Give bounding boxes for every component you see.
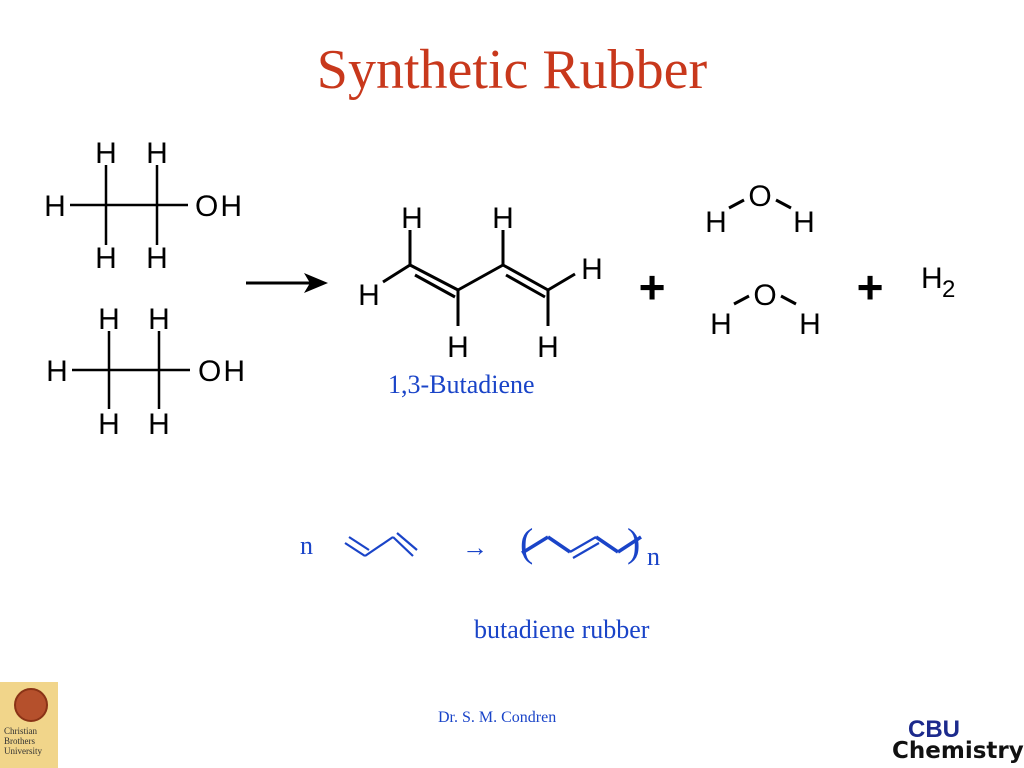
atom-h: H — [98, 303, 120, 336]
slide-title: Synthetic Rubber — [316, 39, 708, 101]
atom-h: H — [95, 242, 117, 275]
subscript-2: 2 — [942, 276, 955, 303]
coefficient-n: n — [300, 531, 313, 560]
atom-h: H — [146, 137, 168, 170]
plus-sign: + — [857, 261, 884, 313]
atom-h: H — [146, 242, 168, 275]
arrow-icon: → — [462, 533, 488, 562]
polymer-repeat-unit — [521, 535, 642, 559]
atom-o: O — [748, 180, 771, 213]
university-logo-text: Christian Brothers University — [4, 726, 42, 756]
logo-chemistry-text: Chemistry — [892, 738, 1024, 764]
butadiene-label: 1,3-Butadiene — [388, 370, 535, 399]
butadiene-structure: H H H H H H — [358, 202, 603, 364]
open-parenthesis: ( — [520, 520, 533, 565]
atom-h: H — [793, 206, 815, 239]
university-seal-icon — [14, 688, 48, 722]
reaction-arrow — [246, 273, 328, 293]
atom-h: H — [921, 262, 943, 295]
ethanol-molecule-1: H H H OH H H — [44, 137, 244, 275]
atom-h: H — [447, 331, 469, 364]
atom-h: H — [98, 408, 120, 441]
atom-oh: OH — [195, 190, 244, 223]
university-logo: Christian Brothers University — [0, 682, 58, 768]
water-molecule-1: O H H — [705, 180, 815, 239]
atom-o: O — [753, 279, 776, 312]
atom-oh: OH — [198, 355, 247, 388]
atom-h: H — [95, 137, 117, 170]
rubber-label: butadiene rubber — [474, 615, 650, 644]
atom-h: H — [148, 408, 170, 441]
footer-author: Dr. S. M. Condren — [438, 709, 557, 726]
atom-h: H — [581, 253, 603, 286]
water-molecule-2: O H H — [710, 279, 821, 341]
subscript-n: n — [647, 542, 660, 571]
atom-h: H — [148, 303, 170, 336]
atom-h: H — [46, 355, 68, 388]
atom-h: H — [44, 190, 66, 223]
cbu-chemistry-logo: CBU Chemistry — [880, 712, 1024, 768]
ethanol-molecule-2: H H H OH H H — [46, 303, 247, 441]
atom-h: H — [537, 331, 559, 364]
atom-h: H — [492, 202, 514, 235]
atom-h: H — [705, 206, 727, 239]
logo-cbu-text: CBU — [908, 716, 960, 743]
close-parenthesis: ) — [627, 520, 640, 565]
atom-h: H — [358, 279, 380, 312]
plus-sign: + — [639, 261, 666, 313]
polymerization-equation: n → ( ) n — [300, 520, 660, 571]
atom-h: H — [401, 202, 423, 235]
atom-h: H — [799, 308, 821, 341]
atom-h: H — [710, 308, 732, 341]
butadiene-skeletal-formula — [344, 532, 418, 557]
hydrogen-molecule: H 2 — [921, 262, 955, 303]
